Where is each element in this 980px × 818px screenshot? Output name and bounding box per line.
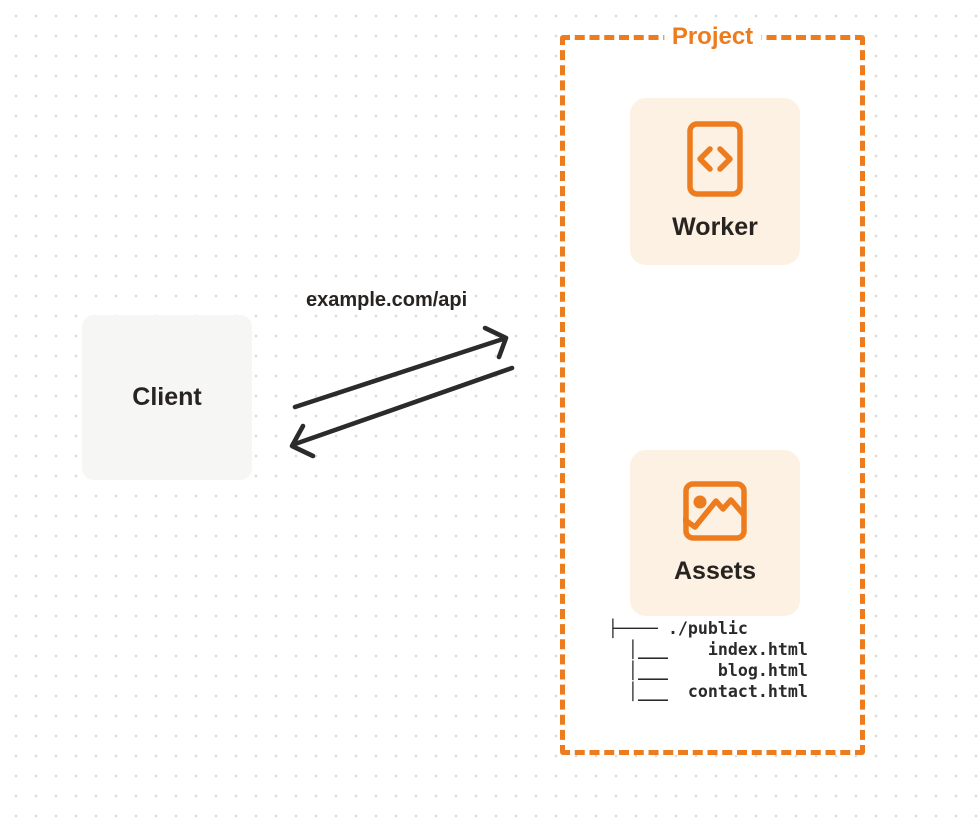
response-arrow xyxy=(289,365,515,459)
request-url-label: example.com/api xyxy=(306,289,468,311)
worker-label: Worker xyxy=(672,213,758,241)
client-node: Client xyxy=(82,315,252,480)
assets-file-tree: ├──── ./public │___ index.html │___ blog… xyxy=(608,619,808,701)
assets-node: Assets xyxy=(630,450,800,616)
image-icon xyxy=(683,480,747,541)
assets-label: Assets xyxy=(674,556,756,585)
project-label: Project xyxy=(663,23,762,51)
code-file-icon xyxy=(687,121,743,197)
worker-node: Worker xyxy=(630,98,800,265)
client-label: Client xyxy=(132,383,202,411)
project-container: Project Worker Assets ├──── ./public │__… xyxy=(560,23,865,755)
request-arrow xyxy=(292,325,509,410)
